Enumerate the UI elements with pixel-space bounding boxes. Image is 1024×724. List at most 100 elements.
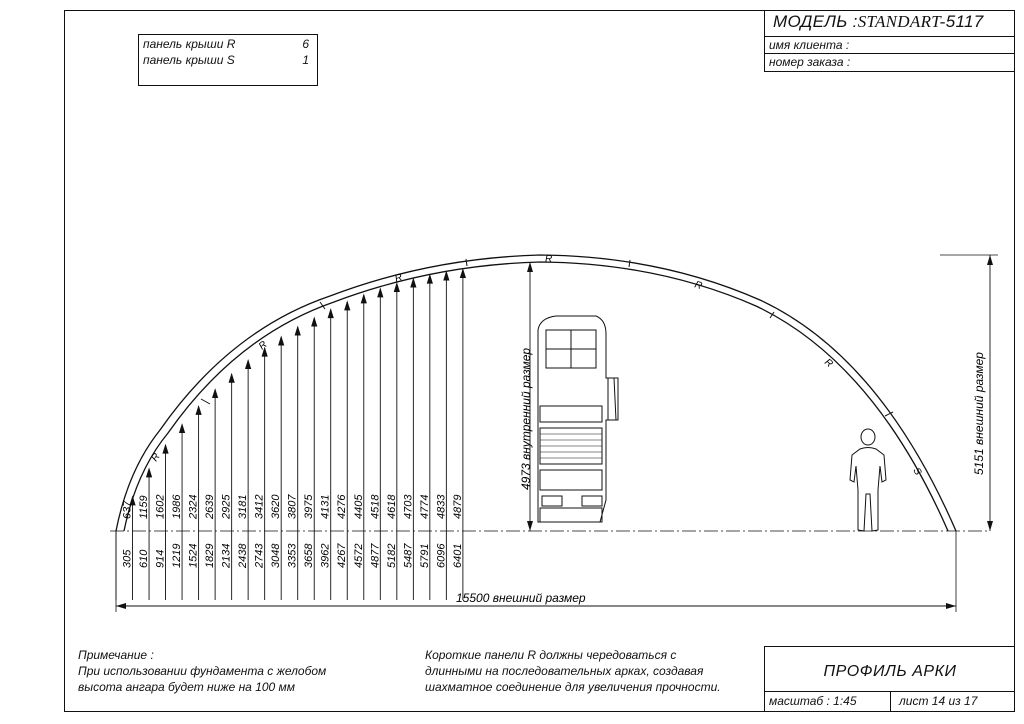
note2-line1: Короткие панели R должны чередоваться с [425,648,677,662]
height-label: 3807 [287,494,299,519]
height-arrow [195,404,202,415]
height-label: 4405 [353,494,365,519]
offset-label: 4877 [369,543,381,568]
offset-label: 1524 [188,544,200,568]
person-icon [849,428,887,532]
model-label: МОДЕЛЬ : [773,12,858,31]
offset-label: 1829 [204,544,216,568]
panel-r-label: панель крыши R [143,37,236,51]
drawing-frame [64,10,1015,712]
truck-icon [537,315,619,523]
height-label: 4618 [386,494,398,519]
height-arrow [377,287,384,298]
offset-label: 3658 [303,543,315,568]
note-label: Примечание : [78,648,154,662]
height-label: 2324 [188,495,200,520]
bottom-title-block: ПРОФИЛЬ АРКИ масштаб : 1:45 лист 14 из 1… [764,646,1015,712]
height-label: 4774 [419,495,431,519]
panel-letter: S [910,466,923,478]
panel-letter: R [394,272,404,285]
order-row: номер заказа : [765,53,1015,71]
panel-letter: R [822,357,835,370]
height-arrow [311,316,318,327]
height-arrow [410,277,417,288]
height-label: 2925 [221,494,233,520]
height-arrow [344,300,351,311]
height-label: 4131 [320,495,332,519]
model-name: STANDART- [857,12,946,31]
arch-inner-curve [123,261,949,532]
height-label: 4703 [402,494,414,519]
panel-table: панель крыши R 6 панель крыши S 1 [138,34,318,86]
panel-r-count: 6 [302,37,309,51]
height-arrow [129,495,136,506]
height-label: 4276 [336,494,348,519]
client-row: имя клиента : [765,36,1015,54]
height-label: 4518 [369,494,381,519]
height-arrow [294,325,301,336]
model-title: МОДЕЛЬ :STANDART-5117 [773,12,983,32]
panel-letter: R [693,279,703,292]
offset-label: 2438 [237,543,249,569]
offset-label: 914 [155,550,167,568]
offset-label: 5487 [402,543,414,568]
panel-s-count: 1 [302,53,309,67]
title-block: МОДЕЛЬ :STANDART-5117 имя клиента : номе… [764,10,1015,72]
height-arrow [245,359,252,370]
panel-letter: R [545,254,552,265]
offset-separators [132,531,464,600]
note2-line3: шахматное соединение для увеличения проч… [425,680,721,694]
height-dimension-lines [129,268,467,531]
arch-outer-curve [115,254,957,532]
panel-s-label: панель крыши S [143,53,235,67]
height-label: 3181 [237,495,249,519]
offset-label: 610 [138,549,150,568]
note-line1: При использовании фундамента с желобом [78,664,327,678]
panel-letter: R [149,451,162,463]
height-arrow [459,268,467,279]
height-arrow [426,273,433,284]
offset-label: 2743 [254,543,266,569]
order-label: номер заказа : [769,55,851,69]
panel-letter: R [257,339,270,352]
offset-label: 3353 [287,543,299,568]
offset-label: 1219 [171,544,183,568]
height-label: 2639 [204,495,216,520]
client-label: имя клиента : [769,38,850,52]
panel-joints [200,258,894,417]
height-label: 3975 [303,494,315,519]
height-arrow [261,346,268,357]
height-label: 4879 [452,495,464,519]
note-line2: высота ангара будет ниже на 100 мм [78,680,296,694]
outer-height-label: 5151 внешний размер [972,352,986,475]
height-label: 3412 [254,495,266,519]
height-arrow [443,270,450,281]
outer-width-label: 15500 внешний размер [456,591,586,605]
height-arrow [212,388,219,399]
offset-label: 5791 [419,544,431,568]
bottom-footer: масштаб : 1:45 лист 14 из 17 [765,691,1015,712]
height-label: 4833 [435,494,447,519]
sheet-label: лист 14 из 17 [899,694,978,708]
offset-label: 2134 [221,544,233,569]
height-arrow [327,308,334,319]
scale-label: масштаб : 1:45 [769,694,857,708]
inner-height-label: 4973 внутренний размер [519,348,533,490]
offset-label: 6096 [435,543,447,568]
height-label: 1986 [171,494,183,519]
note2-line2: длинными на последовательных арках, созд… [425,664,704,678]
height-arrow [162,443,169,454]
height-arrow [393,282,400,293]
height-arrow [360,293,367,304]
note-left: Примечание : При использовании фундамент… [78,647,326,695]
offset-label: 5182 [386,544,398,568]
note-right: Короткие панели R должны чередоваться с … [425,647,721,695]
height-arrow [178,423,186,434]
height-arrow [228,372,235,383]
height-label: 3620 [270,494,282,519]
offset-label: 4267 [336,543,348,568]
offset-label: 6401 [452,544,464,568]
